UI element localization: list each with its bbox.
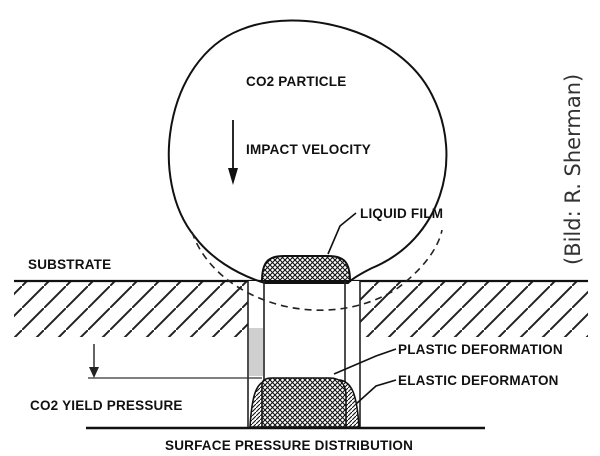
surface-pressure-label: SURFACE PRESSURE DISTRIBUTION: [165, 438, 413, 453]
substrate-label: SUBSTRATE: [28, 257, 111, 272]
shaded-strip: [249, 328, 263, 376]
deformed-particle-dashed-arc: [191, 229, 443, 311]
elastic-deformation-leader: [355, 379, 397, 405]
liquid-film-label: LIQUID FILM: [360, 206, 443, 221]
particle-label: CO2 PARTICLE: [246, 74, 346, 89]
plastic-deformation-label: PLASTIC DEFORMATION: [398, 342, 563, 357]
plastic-deformation-shape: [261, 377, 347, 428]
image-credit: (Bild: R. Sherman): [561, 74, 585, 265]
elastic-deformation-label: ELASTIC DEFORMATON: [398, 373, 559, 388]
yield-pressure-arrow-head: [89, 367, 99, 378]
yield-pressure-label: CO2 YIELD PRESSURE: [30, 398, 183, 413]
impact-velocity-label: IMPACT VELOCITY: [246, 142, 371, 157]
substrate-region: [14, 279, 588, 337]
liquid-film-leader: [327, 212, 357, 255]
plastic-deformation-leader: [333, 348, 397, 375]
contact-column-lines: [247, 281, 361, 427]
co2-particle-circle: [167, 19, 448, 284]
liquid-film-blob: [260, 255, 352, 282]
impact-velocity-arrow-head: [228, 168, 238, 185]
